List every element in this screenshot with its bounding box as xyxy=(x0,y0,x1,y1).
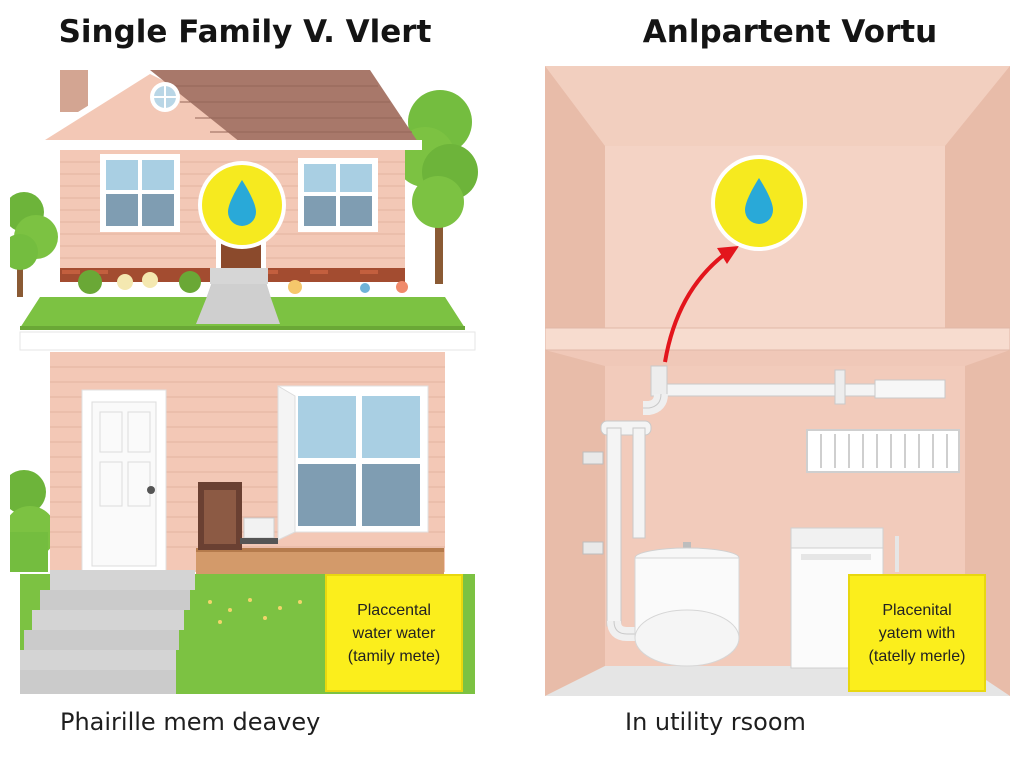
upper-house xyxy=(20,67,465,330)
caption-left: Phairille mem deavey xyxy=(60,708,321,736)
title-single-family: Single Family V. Vlert xyxy=(58,14,432,50)
wall-vent xyxy=(806,429,960,473)
tree-right xyxy=(395,90,478,284)
note-left-line-3: (tamily mete) xyxy=(347,647,441,665)
lower-house xyxy=(50,352,445,574)
flowers xyxy=(78,270,408,294)
note-left: Placcental water water (tamily mete) xyxy=(325,574,463,692)
water-tank xyxy=(634,542,740,667)
note-left-line-1: Placcental xyxy=(357,601,431,619)
water-meter-marker-left xyxy=(198,161,286,249)
note-right-line-2: yatem with xyxy=(878,624,956,642)
tree-left-bottom xyxy=(10,470,56,572)
water-meter-marker-right xyxy=(711,155,807,251)
pipes xyxy=(582,365,946,641)
note-left-line-2: water water xyxy=(352,624,436,642)
house-illustration xyxy=(10,62,480,694)
note-right-line-3: (tatelly merle) xyxy=(868,647,966,665)
tree-left-top xyxy=(10,192,58,297)
red-arrow xyxy=(663,246,739,363)
upper-room xyxy=(545,66,1010,328)
water-drop-icon xyxy=(745,178,773,224)
water-drop-icon xyxy=(228,180,256,226)
note-right: Placenital yatem with (tatelly merle) xyxy=(848,574,986,692)
note-right-line-1: Placenital xyxy=(882,601,952,619)
caption-right: In utility rsoom xyxy=(625,708,806,736)
title-apartment: Anlpartent Vortu xyxy=(642,14,938,50)
